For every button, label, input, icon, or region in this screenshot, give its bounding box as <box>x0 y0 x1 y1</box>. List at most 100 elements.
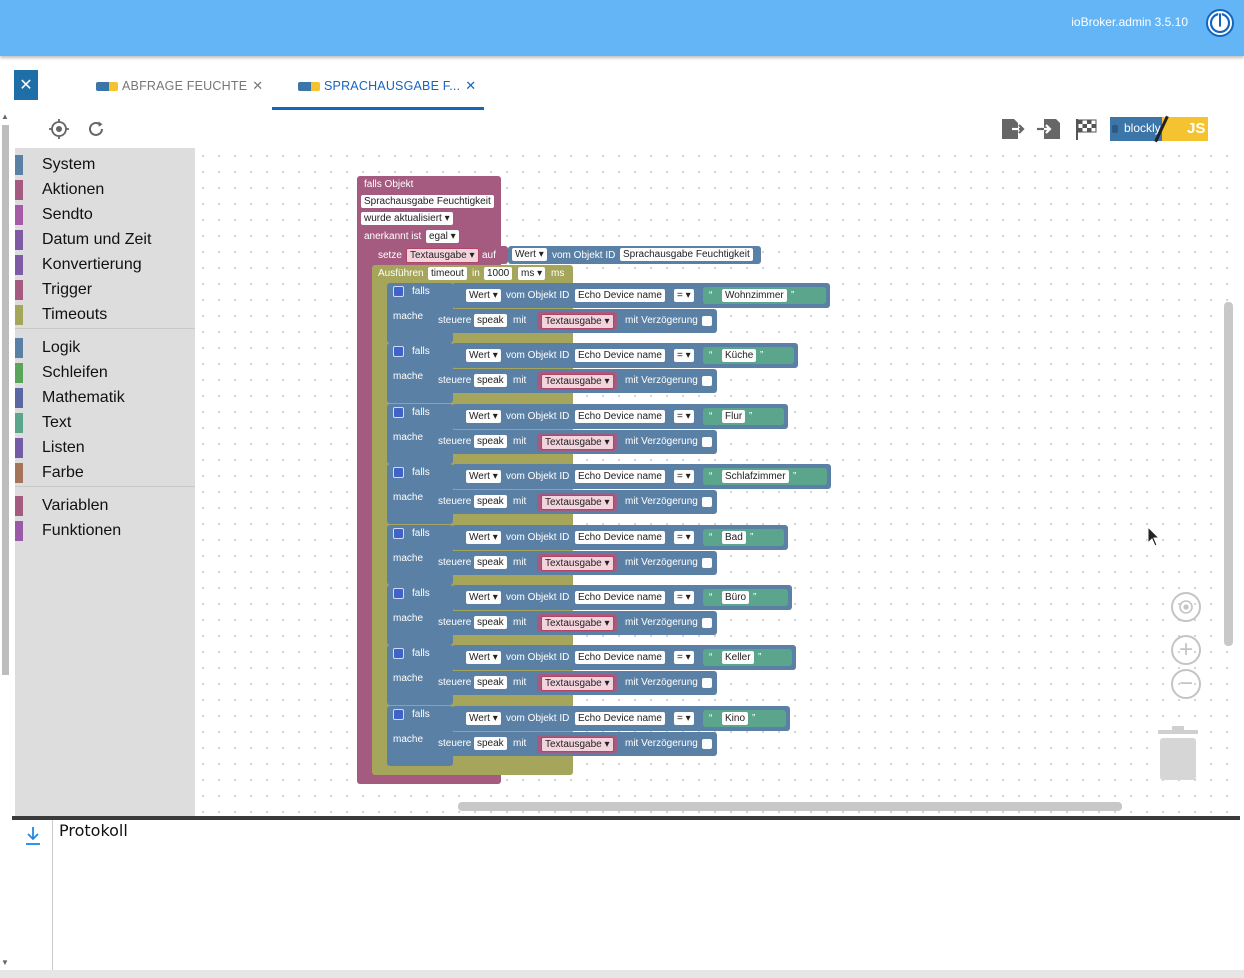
zoom-out-icon[interactable]: − <box>1171 669 1201 699</box>
trigger-object-field[interactable]: Sprachausgabe Feuchtigkeit <box>361 195 494 208</box>
text-value-field[interactable]: Keller <box>722 651 754 664</box>
category-system[interactable]: System <box>15 153 195 177</box>
compare-wert-dropdown[interactable]: Wert ▾ <box>466 349 501 362</box>
category-datum-und-zeit[interactable]: Datum und Zeit <box>15 228 195 252</box>
compare-object-field[interactable]: Echo Device name <box>575 289 665 302</box>
delay-checkbox[interactable] <box>702 618 712 628</box>
workspace-horizontal-scrollbar[interactable] <box>458 802 1122 811</box>
trash-icon[interactable] <box>1156 724 1200 782</box>
control-variable-dropdown[interactable]: Textausgabe ▾ <box>541 495 614 510</box>
timeout-unit-dropdown[interactable]: ms ▾ <box>518 267 546 280</box>
delay-checkbox[interactable] <box>702 316 712 326</box>
settings-gear-icon[interactable] <box>393 648 404 659</box>
control-speak-field[interactable]: speak <box>474 737 507 750</box>
text-value-field[interactable]: Flur <box>722 410 746 423</box>
workspace-vertical-scrollbar[interactable] <box>1224 302 1233 646</box>
compare-operator-dropdown[interactable]: = ▾ <box>674 531 694 544</box>
page-scrollbar-thumb[interactable] <box>2 125 9 675</box>
text-value-field[interactable]: Wohnzimmer <box>722 289 787 302</box>
getvalue-wert-dropdown[interactable]: Wert ▾ <box>512 248 547 261</box>
category-funktionen[interactable]: Funktionen <box>15 519 195 543</box>
control-variable-dropdown[interactable]: Textausgabe ▾ <box>541 435 614 450</box>
compare-wert-dropdown[interactable]: Wert ▾ <box>466 591 501 604</box>
category-sendto[interactable]: Sendto <box>15 203 195 227</box>
compare-operator-dropdown[interactable]: = ▾ <box>674 651 694 664</box>
panel-divider[interactable] <box>12 816 1240 820</box>
control-variable-dropdown[interactable]: Textausgabe ▾ <box>541 737 614 752</box>
delay-checkbox[interactable] <box>702 678 712 688</box>
control-variable-dropdown[interactable]: Textausgabe ▾ <box>541 374 614 389</box>
compare-wert-dropdown[interactable]: Wert ▾ <box>466 712 501 725</box>
tab-close-icon[interactable]: ✕ <box>465 78 477 93</box>
delay-checkbox[interactable] <box>702 497 712 507</box>
category-timeouts[interactable]: Timeouts <box>15 303 195 327</box>
compare-object-field[interactable]: Echo Device name <box>575 591 665 604</box>
control-variable-dropdown[interactable]: Textausgabe ▾ <box>541 676 614 691</box>
control-speak-field[interactable]: speak <box>474 374 507 387</box>
settings-gear-icon[interactable] <box>393 709 404 720</box>
settings-gear-icon[interactable] <box>393 467 404 478</box>
tab-abfrage-feuchte[interactable]: ABFRAGE FEUCHTE ✕ <box>96 62 263 110</box>
scroll-up-icon[interactable]: ▲ <box>1 112 9 121</box>
compare-operator-dropdown[interactable]: = ▾ <box>674 349 694 362</box>
compare-operator-dropdown[interactable]: = ▾ <box>674 410 694 423</box>
control-speak-field[interactable]: speak <box>474 495 507 508</box>
close-icon[interactable]: ✕ <box>14 70 38 100</box>
compare-object-field[interactable]: Echo Device name <box>575 410 665 423</box>
import-icon[interactable] <box>1036 117 1062 141</box>
power-icon[interactable] <box>1205 8 1235 38</box>
text-value-field[interactable]: Schlafzimmer <box>722 470 789 483</box>
compare-object-field[interactable]: Echo Device name <box>575 531 665 544</box>
setvar-var-dropdown[interactable]: Textausgabe ▾ <box>406 248 479 263</box>
compare-operator-dropdown[interactable]: = ▾ <box>674 289 694 302</box>
control-speak-field[interactable]: speak <box>474 435 507 448</box>
text-value-field[interactable]: Bad <box>722 531 746 544</box>
refresh-icon[interactable] <box>85 118 107 140</box>
settings-gear-icon[interactable] <box>393 407 404 418</box>
category-mathematik[interactable]: Mathematik <box>15 386 195 410</box>
compare-wert-dropdown[interactable]: Wert ▾ <box>466 651 501 664</box>
trigger-ack-dropdown[interactable]: egal ▾ <box>426 230 459 243</box>
category-text[interactable]: Text <box>15 411 195 435</box>
settings-gear-icon[interactable] <box>393 528 404 539</box>
delay-checkbox[interactable] <box>702 437 712 447</box>
category-aktionen[interactable]: Aktionen <box>15 178 195 202</box>
delay-checkbox[interactable] <box>702 376 712 386</box>
compare-wert-dropdown[interactable]: Wert ▾ <box>466 470 501 483</box>
zoom-in-icon[interactable]: + <box>1171 635 1201 665</box>
tab-close-icon[interactable]: ✕ <box>252 78 264 93</box>
control-variable-dropdown[interactable]: Textausgabe ▾ <box>541 556 614 571</box>
control-variable-dropdown[interactable]: Textausgabe ▾ <box>541 616 614 631</box>
compare-wert-dropdown[interactable]: Wert ▾ <box>466 410 501 423</box>
compare-wert-dropdown[interactable]: Wert ▾ <box>466 289 501 302</box>
control-speak-field[interactable]: speak <box>474 314 507 327</box>
compare-object-field[interactable]: Echo Device name <box>575 712 665 725</box>
category-konvertierung[interactable]: Konvertierung <box>15 253 195 277</box>
blockly-js-toggle[interactable]: blockly JS <box>1110 115 1208 143</box>
text-value-field[interactable]: Büro <box>722 591 750 604</box>
compare-operator-dropdown[interactable]: = ▾ <box>674 591 694 604</box>
text-value-field[interactable]: Küche <box>722 349 757 362</box>
compare-operator-dropdown[interactable]: = ▾ <box>674 470 694 483</box>
delay-checkbox[interactable] <box>702 739 712 749</box>
category-listen[interactable]: Listen <box>15 436 195 460</box>
category-farbe[interactable]: Farbe <box>15 461 195 485</box>
timeout-name-field[interactable]: timeout <box>428 267 467 280</box>
center-workspace-icon[interactable] <box>1171 592 1201 622</box>
settings-gear-icon[interactable] <box>393 286 404 297</box>
delay-checkbox[interactable] <box>702 558 712 568</box>
export-icon[interactable] <box>1000 117 1026 141</box>
compare-object-field[interactable]: Echo Device name <box>575 470 665 483</box>
locate-icon[interactable] <box>48 118 70 140</box>
compare-wert-dropdown[interactable]: Wert ▾ <box>466 531 501 544</box>
control-speak-field[interactable]: speak <box>474 676 507 689</box>
timeout-value-field[interactable]: 1000 <box>484 267 513 280</box>
compare-operator-dropdown[interactable]: = ▾ <box>674 712 694 725</box>
trigger-event-dropdown[interactable]: wurde aktualisiert ▾ <box>361 212 453 225</box>
settings-gear-icon[interactable] <box>393 588 404 599</box>
category-schleifen[interactable]: Schleifen <box>15 361 195 385</box>
control-speak-field[interactable]: speak <box>474 556 507 569</box>
compare-object-field[interactable]: Echo Device name <box>575 651 665 664</box>
category-trigger[interactable]: Trigger <box>15 278 195 302</box>
